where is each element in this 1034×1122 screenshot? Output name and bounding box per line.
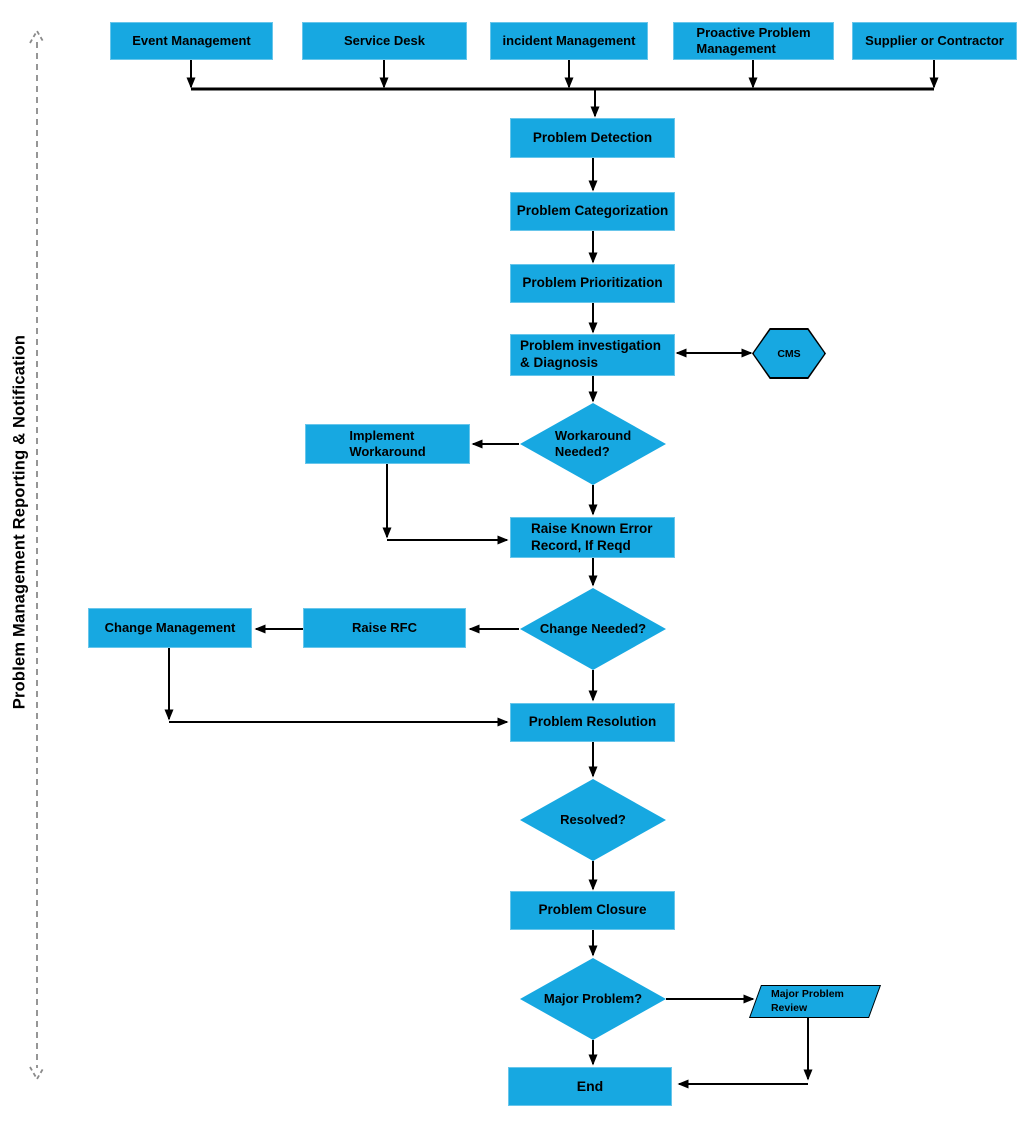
source-proactive-problem-management: Proactive Problem Management [673, 22, 834, 60]
node-problem-closure-label: Problem Closure [538, 902, 647, 918]
flow-connectors [164, 158, 813, 1089]
node-change-management: Change Management [88, 608, 252, 648]
source-connectors [186, 60, 939, 118]
decision-resolved-label: Resolved? [560, 811, 626, 827]
source-service-desk: Service Desk [302, 22, 467, 60]
source-supplier-or-contractor: Supplier or Contractor [852, 22, 1017, 60]
node-end: End [508, 1067, 672, 1106]
dashed-span-arrow [29, 29, 45, 1081]
node-problem-categorization: Problem Categorization [510, 192, 675, 231]
decision-workaround-needed-label: Workaround Needed? [554, 427, 632, 459]
node-implement-workaround: Implement Workaround [305, 424, 470, 464]
node-end-label: End [576, 1077, 604, 1094]
side-label-problem-management-reporting: Problem Management Reporting & Notificat… [10, 334, 29, 710]
node-problem-detection-label: Problem Detection [532, 129, 653, 145]
source-service-desk-label: Service Desk [344, 32, 425, 48]
node-problem-categorization-label: Problem Categorization [516, 203, 669, 219]
source-proactive-problem-management-label: Proactive Problem Management [696, 24, 811, 56]
node-problem-prioritization: Problem Prioritization [510, 264, 675, 303]
source-supplier-or-contractor-label: Supplier or Contractor [865, 32, 1004, 48]
source-event-management: Event Management [110, 22, 273, 60]
source-event-management-label: Event Management [132, 32, 251, 48]
node-change-management-label: Change Management [104, 619, 236, 635]
node-major-problem-review-label: Major Problem Review [771, 987, 844, 1014]
node-problem-investigation-diagnosis: Problem investigation & Diagnosis [510, 334, 675, 376]
node-cms-label: CMS [777, 347, 801, 360]
node-problem-closure: Problem Closure [510, 891, 675, 930]
node-problem-resolution: Problem Resolution [510, 703, 675, 742]
node-raise-known-error-record-label: Raise Known Error Record, If Reqd [531, 520, 653, 553]
node-problem-prioritization-label: Problem Prioritization [522, 275, 663, 291]
source-incident-management-label: incident Management [502, 32, 636, 48]
node-problem-investigation-diagnosis-label: Problem investigation & Diagnosis [520, 338, 662, 370]
node-problem-detection: Problem Detection [510, 118, 675, 158]
source-incident-management: incident Management [490, 22, 648, 60]
node-raise-known-error-record: Raise Known Error Record, If Reqd [510, 517, 675, 558]
node-major-problem-review: Major Problem Review [748, 985, 882, 1018]
node-implement-workaround-label: Implement Workaround [349, 427, 426, 459]
decision-change-needed-label: Change Needed? [539, 620, 647, 636]
node-cms-hexagon-fill: CMS [753, 329, 825, 378]
decision-major-problem-label: Major Problem? [543, 990, 643, 1006]
node-problem-resolution-label: Problem Resolution [528, 714, 657, 730]
node-raise-rfc: Raise RFC [303, 608, 466, 648]
node-raise-rfc-label: Raise RFC [351, 619, 418, 635]
node-cms-hexagon: CMS [752, 328, 826, 379]
